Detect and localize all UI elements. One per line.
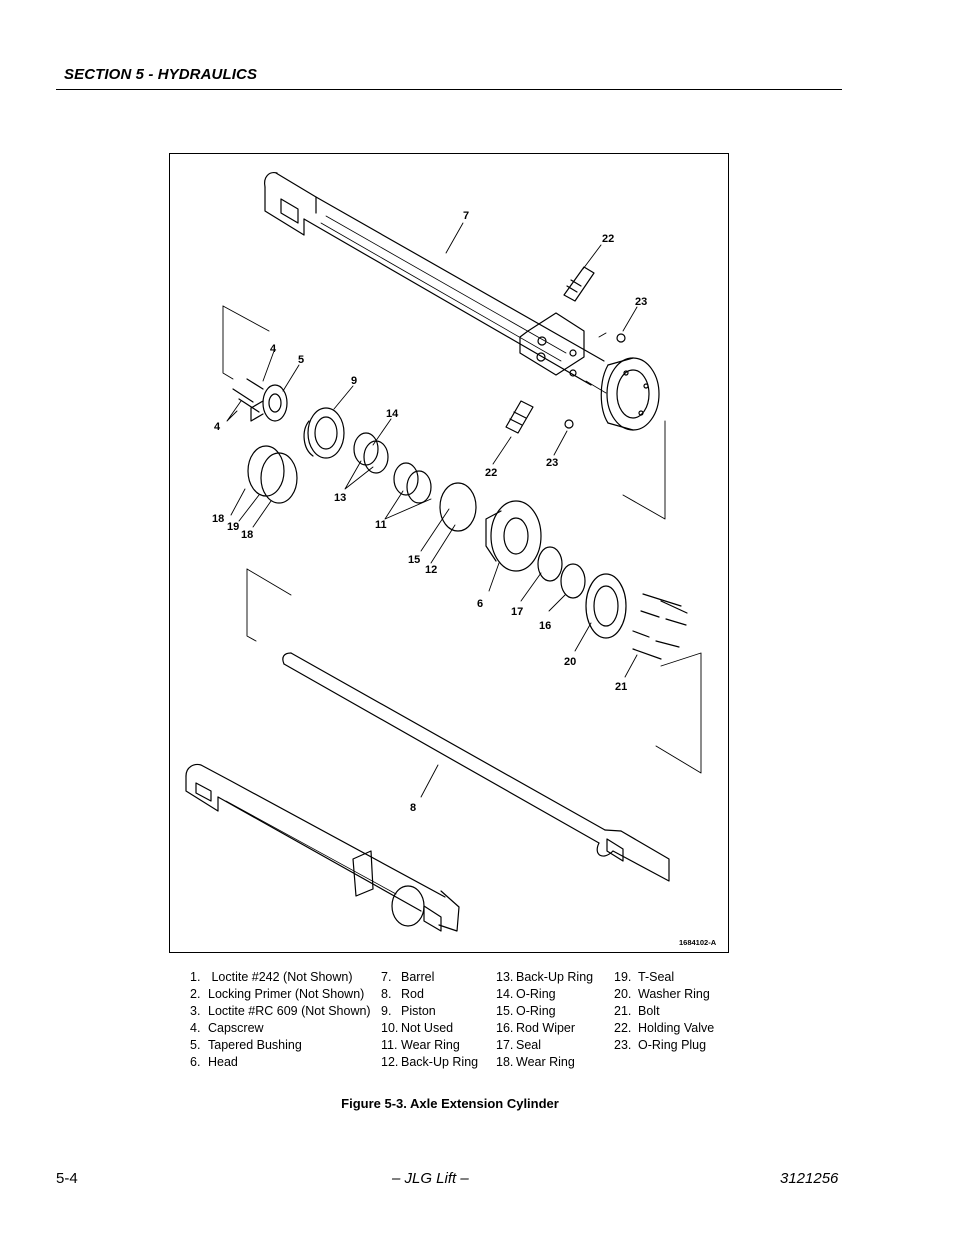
callout-7: 7: [463, 210, 469, 222]
callout-23: 23: [546, 457, 558, 469]
parts-legend-column-4: 19.T-Seal 20.Washer Ring 21.Bolt 22.Hold…: [614, 969, 714, 1054]
callout-23: 23: [635, 296, 647, 308]
parts-legend-column-2: 7.Barrel 8.Rod 9.Piston 10.Not Used 11.W…: [381, 969, 478, 1071]
bolt-set-drawing: [632, 593, 688, 660]
seal-wiper-drawing: [537, 546, 627, 639]
callout-20: 20: [564, 656, 576, 668]
drawing-id: 1684102-A: [679, 938, 717, 947]
callout-9: 9: [351, 375, 357, 387]
callout-14: 14: [386, 408, 399, 420]
barrel-drawing: [264, 172, 660, 431]
legend-item: 10.Not Used: [381, 1021, 454, 1035]
callout-16: 16: [539, 620, 551, 632]
figure-caption: Figure 5-3. Axle Extension Cylinder: [341, 1096, 559, 1111]
parts-legend-column-3: 13.Back-Up Ring 14.O-Ring 15.O-Ring 16.R…: [496, 969, 593, 1071]
legend-item: 15.O-Ring: [496, 1004, 556, 1018]
footer-publisher: – JLG Lift –: [392, 1170, 469, 1187]
legend-item: 5.Tapered Bushing: [190, 1038, 302, 1052]
callout-19: 19: [227, 521, 239, 533]
callout-18: 18: [212, 513, 224, 525]
legend-item: 9.Piston: [381, 1004, 436, 1018]
legend-item: 21.Bolt: [614, 1004, 660, 1018]
section-title: SECTION 5 - HYDRAULICS: [64, 66, 258, 83]
callout-12: 12: [425, 564, 437, 576]
callout-13: 13: [334, 492, 346, 504]
holding-valve-drawing: [505, 266, 595, 434]
legend-item: 17.Seal: [496, 1038, 542, 1052]
legend-item: 7.Barrel: [381, 970, 435, 984]
callout-22: 22: [485, 467, 497, 479]
legend-item: 2.Locking Primer (Not Shown): [190, 987, 365, 1001]
legend-item: 3.Loctite #RC 609 (Not Shown): [190, 1004, 371, 1018]
document-number: 3121256: [780, 1170, 839, 1187]
legend-item: 6.Head: [190, 1055, 238, 1069]
legend-item: 8.Rod: [381, 987, 424, 1001]
legend-item: 22.Holding Valve: [614, 1021, 715, 1035]
tapered-bushing-drawing: [250, 384, 288, 422]
callout-4: 4: [214, 421, 221, 433]
piston-drawing: [303, 407, 345, 459]
header-rule: [56, 89, 842, 90]
callout-5: 5: [298, 354, 304, 366]
callout-21: 21: [615, 681, 627, 693]
callout-6: 6: [477, 598, 483, 610]
callout-15: 15: [408, 554, 420, 566]
parts-legend-column-1: 1. Loctite #242 (Not Shown) 2.Locking Pr…: [190, 969, 371, 1071]
legend-item: 23.O-Ring Plug: [614, 1038, 707, 1052]
legend-item: 19.T-Seal: [614, 970, 675, 984]
piston-ring-set-drawing: [247, 432, 477, 532]
leader-lines: [226, 222, 638, 798]
callout-22: 22: [602, 233, 614, 245]
group-brackets: [222, 305, 702, 774]
legend-item: 16.Rod Wiper: [496, 1021, 576, 1035]
callout-4: 4: [270, 343, 277, 355]
callout-8: 8: [410, 802, 416, 814]
legend-item: 13.Back-Up Ring: [496, 970, 594, 984]
head-drawing: [485, 500, 542, 572]
legend-item: 1. Loctite #242 (Not Shown): [190, 970, 353, 984]
callout-17: 17: [511, 606, 523, 618]
axle-extension-cylinder-drawing: 7 22 23 4 5 9 4 14 22 23 13 18 19 18 11 …: [185, 172, 717, 947]
callout-11: 11: [375, 519, 387, 531]
legend-item: 14.O-Ring: [496, 987, 556, 1001]
legend-item: 20.Washer Ring: [614, 987, 710, 1001]
rod-drawing: [282, 652, 670, 882]
legend-item: 18.Wear Ring: [496, 1055, 575, 1069]
page-number: 5-4: [56, 1170, 78, 1187]
legend-item: 12.Back-Up Ring: [381, 1055, 479, 1069]
exploded-view-figure: 7 22 23 4 5 9 4 14 22 23 13 18 19 18 11 …: [169, 153, 729, 953]
legend-item: 4.Capscrew: [190, 1021, 264, 1035]
assembled-cylinder-drawing: [185, 763, 460, 932]
o-ring-plug-drawing: [564, 333, 626, 429]
legend-item: 11.Wear Ring: [381, 1038, 460, 1052]
capscrew-drawing: [232, 378, 264, 413]
callout-18: 18: [241, 529, 253, 541]
